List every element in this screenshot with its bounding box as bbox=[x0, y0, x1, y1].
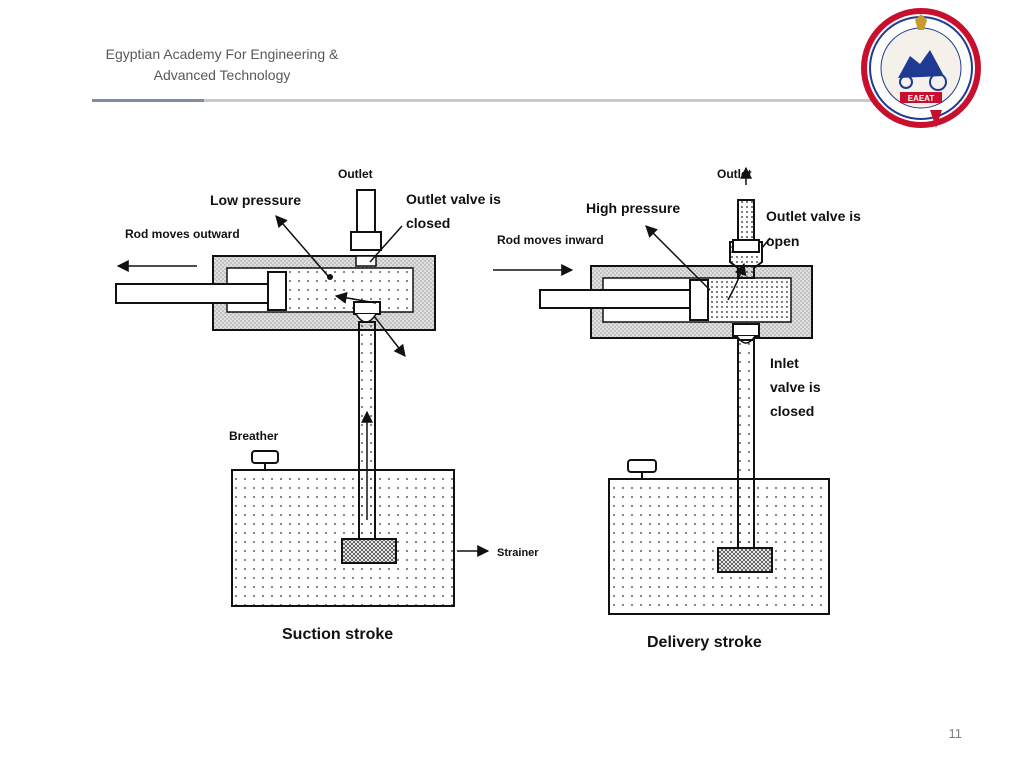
suction-outlet-label: Outlet bbox=[338, 167, 373, 181]
delivery-oil-tank bbox=[608, 478, 830, 615]
suction-strainer bbox=[341, 538, 397, 564]
delivery-strainer bbox=[717, 547, 773, 573]
logo-text: EAEAT bbox=[908, 94, 935, 103]
low-pressure-pointer bbox=[275, 215, 329, 277]
eagle-icon bbox=[915, 14, 927, 30]
delivery-piston-rod bbox=[539, 289, 691, 309]
delivery-breather bbox=[627, 459, 657, 473]
chariot-icon bbox=[898, 50, 944, 78]
inlet-valve-label-2: valve is bbox=[770, 379, 821, 395]
inlet-valve-label-3: closed bbox=[770, 403, 814, 419]
suction-stroke-diagram: Outlet Low pressure Outlet valve is clos… bbox=[115, 167, 539, 643]
delivery-outlet-label: Outlet bbox=[717, 167, 752, 181]
breather-label: Breather bbox=[229, 429, 279, 443]
header-line-1: Egyptian Academy For Engineering & bbox=[105, 46, 339, 62]
suction-caption: Suction stroke bbox=[282, 626, 393, 643]
header-divider bbox=[92, 99, 932, 102]
suction-outlet-pipe bbox=[356, 189, 376, 233]
delivery-stroke-diagram: Outlet High pressure Outlet valve is ope… bbox=[493, 166, 861, 651]
header-divider-accent bbox=[92, 99, 204, 102]
academy-logo: EAEAT bbox=[861, 8, 981, 128]
strainer-label: Strainer bbox=[497, 547, 539, 559]
suction-outlet-valve-label-2: closed bbox=[406, 215, 450, 231]
suction-breather bbox=[251, 450, 279, 464]
page-number: 11 bbox=[948, 726, 963, 741]
suction-piston-rod bbox=[115, 283, 269, 304]
suction-outlet-valve-label-1: Outlet valve is bbox=[406, 191, 501, 207]
delivery-caption: Delivery stroke bbox=[647, 634, 762, 651]
delivery-outlet-valve-pointer bbox=[761, 237, 771, 249]
high-pressure-label: High pressure bbox=[586, 200, 680, 216]
suction-outlet-valve bbox=[355, 255, 377, 267]
high-pressure-pointer bbox=[645, 225, 711, 291]
rod-outward-label: Rod moves outward bbox=[125, 227, 240, 241]
delivery-outlet-pipe bbox=[737, 199, 755, 243]
delivery-outlet-valve-label-2: open bbox=[766, 233, 799, 249]
header-line-2: Advanced Technology bbox=[153, 67, 291, 83]
delivery-inlet-valve bbox=[732, 323, 760, 337]
rod-inward-label: Rod moves inward bbox=[497, 233, 604, 247]
low-pressure-label: Low pressure bbox=[210, 192, 301, 208]
logo-ribbon bbox=[930, 110, 942, 128]
delivery-outlet-valve bbox=[732, 239, 760, 253]
outlet-valve-pointer bbox=[369, 225, 403, 263]
delivery-outlet-valve-label-1: Outlet valve is bbox=[766, 208, 861, 224]
suction-piston bbox=[267, 271, 287, 311]
header-title: Egyptian Academy For Engineering & Advan… bbox=[72, 44, 372, 86]
suction-inlet-valve bbox=[353, 301, 381, 315]
inlet-valve-label-1: Inlet bbox=[770, 355, 799, 371]
